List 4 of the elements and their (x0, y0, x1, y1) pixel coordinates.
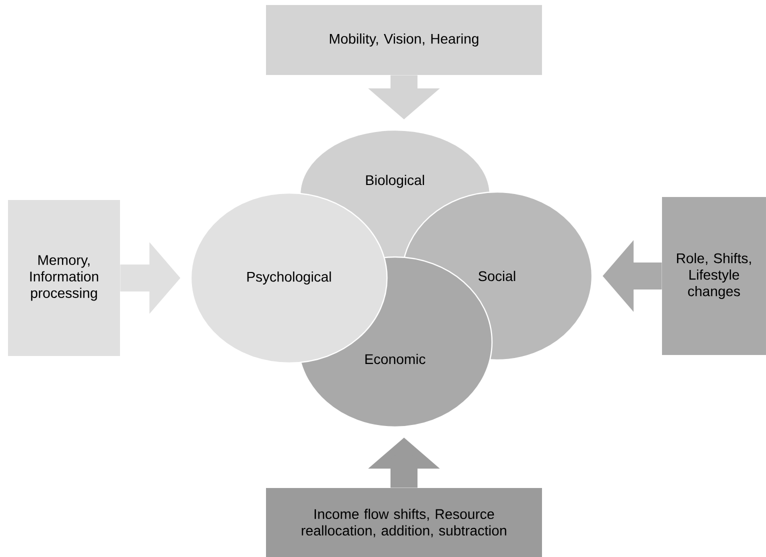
label-box: Mobility, Vision, Hearing (266, 5, 542, 75)
label-box: Role, Shifts, Lifestyle changes (662, 197, 766, 355)
label-box: Income flow shifts, Resource reallocation, addition, subtraction (266, 488, 542, 557)
label-box: Memory, Information processing (8, 200, 120, 356)
